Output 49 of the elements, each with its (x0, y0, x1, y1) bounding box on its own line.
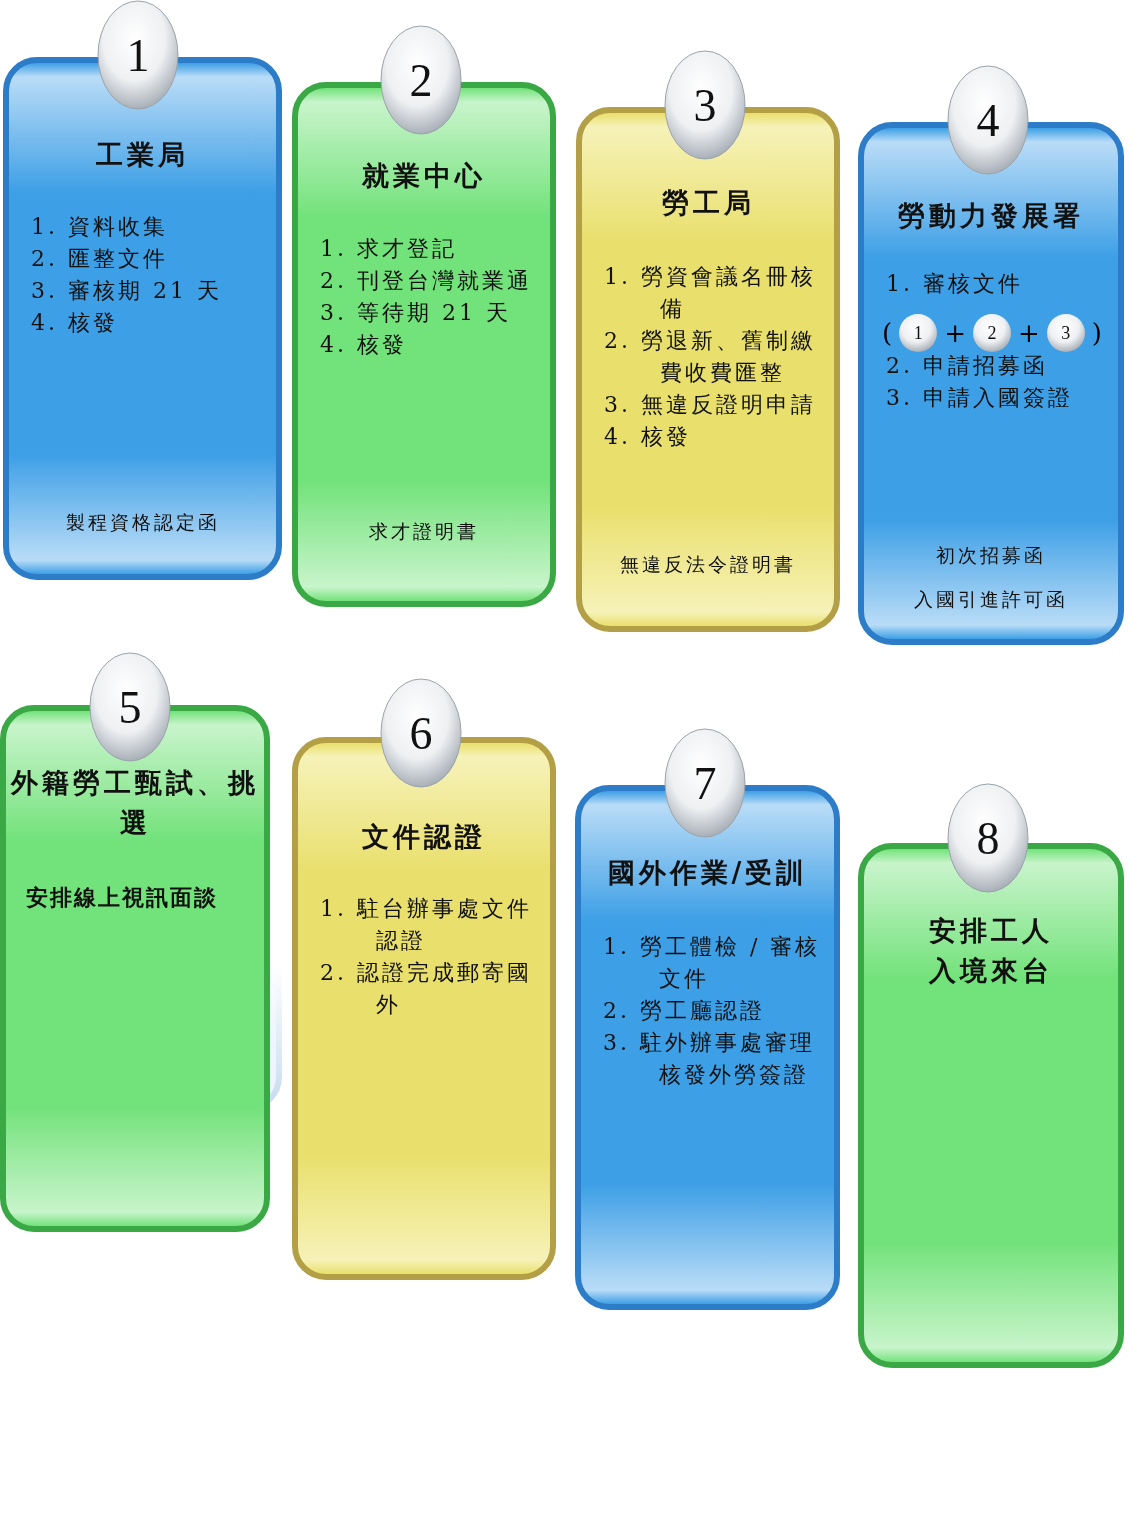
list-item: 4. 核發 (604, 423, 692, 451)
list-item: 1. 審核文件 (886, 270, 1024, 298)
result-document: 製程資格認定函 (64, 510, 221, 535)
number-circle: 1 (898, 313, 939, 353)
formula-symbol: + (1017, 318, 1040, 348)
card-title: 外籍勞工甄試、挑選 (9, 766, 260, 840)
list-item: 2. 申請招募函 (886, 352, 1049, 380)
step-number-badge: 7 (664, 728, 746, 838)
list-item: 3. 駐外辦事處審理核發外勞簽證 (603, 1029, 816, 1089)
list-item: 3. 申請入國簽證 (886, 384, 1074, 412)
result-document: 求才證明書 (368, 519, 480, 544)
list-item: 1. 勞資會議名冊核備 (604, 263, 817, 323)
list-item: 2. 勞工廳認證 (603, 997, 766, 1025)
formula-symbol: + (944, 318, 966, 348)
list-item: 3. 無違反證明申請 (604, 391, 817, 419)
number-circle: 3 (1045, 313, 1086, 353)
list-item: 1. 資料收集 (31, 213, 169, 241)
step-number-badge: 1 (97, 0, 179, 110)
result-document: 初次招募函 (935, 543, 1047, 568)
formula-symbol: ( (882, 318, 893, 348)
card-title: 國外作業/受訓 (606, 856, 809, 890)
card-title: 勞動力發展署 (897, 199, 1085, 233)
step-number-badge: 5 (89, 652, 171, 762)
list-item: 4. 核發 (320, 331, 408, 359)
card-title: 工業局 (95, 138, 190, 172)
step-number-badge: 3 (664, 50, 746, 160)
step-number-badge: 6 (380, 678, 462, 788)
list-item: 2. 刊登台灣就業通 (320, 267, 533, 295)
step-number-badge: 4 (947, 65, 1029, 175)
list-item: 3. 審核期 21 天 (31, 277, 223, 305)
result-document: 無違反法令證明書 (619, 552, 797, 577)
card-title: 就業中心 (361, 159, 487, 193)
formula-symbol: ) (1091, 318, 1102, 348)
list-item: 2. 勞退新、舊制繳費收費匯整 (604, 327, 817, 387)
number-circle: 2 (971, 313, 1012, 353)
result-document: 入國引進許可函 (913, 587, 1069, 612)
step-number-badge: 2 (380, 25, 462, 135)
card-title: 文件認證 (361, 820, 487, 854)
card-title: 勞工局 (660, 186, 756, 220)
list-item: 2. 認證完成郵寄國外 (320, 959, 533, 1019)
list-item: 1. 求才登記 (320, 235, 458, 263)
list-item: 2. 匯整文件 (31, 245, 169, 273)
list-item: 1. 勞工體檢 / 審核文件 (603, 933, 822, 993)
list-item: 3. 等待期 21 天 (320, 299, 512, 327)
step-number-badge: 8 (947, 783, 1029, 893)
list-item: 4. 核發 (31, 309, 119, 337)
list-item: 1. 駐台辦事處文件認證 (320, 895, 533, 955)
card-title: 安排工人入境來台 (927, 914, 1054, 988)
list-item: 安排線上視訊面談 (26, 883, 219, 912)
